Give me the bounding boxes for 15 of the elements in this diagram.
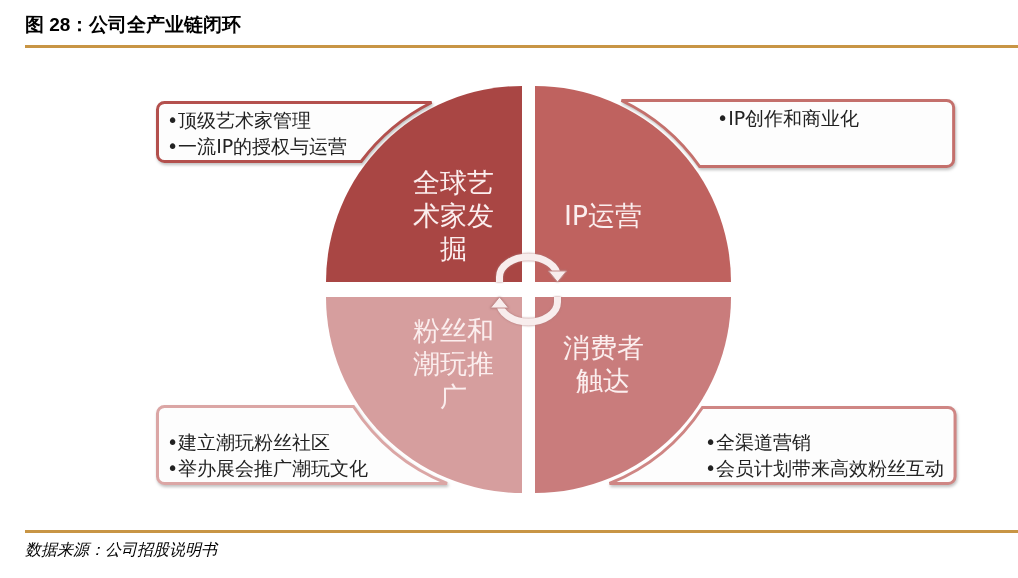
cycle-arrow: [496, 253, 567, 283]
segment-label: IP运营: [562, 198, 644, 232]
bullet-item: •一流IP的授权与运营: [167, 133, 348, 159]
source-note: 数据来源：公司招股说明书: [25, 540, 217, 561]
bullet-item: •举办展会推广潮玩文化: [167, 455, 369, 481]
segment-label: 全球艺术家发掘: [411, 165, 495, 265]
bullet-item: •顶级艺术家管理: [167, 107, 312, 133]
bullet-item: •建立潮玩粉丝社区: [167, 429, 331, 455]
bullet-item: •全渠道营销: [705, 429, 812, 455]
cycle-arrow: [490, 296, 561, 326]
segment-label: 粉丝和潮玩推广: [411, 313, 495, 413]
figure-title: 图 28：公司全产业链闭环: [25, 13, 242, 37]
segment-label: 消费者触达: [561, 331, 645, 397]
bullet-item: •会员计划带来高效粉丝互动: [705, 455, 945, 481]
info-card: [608, 406, 957, 485]
